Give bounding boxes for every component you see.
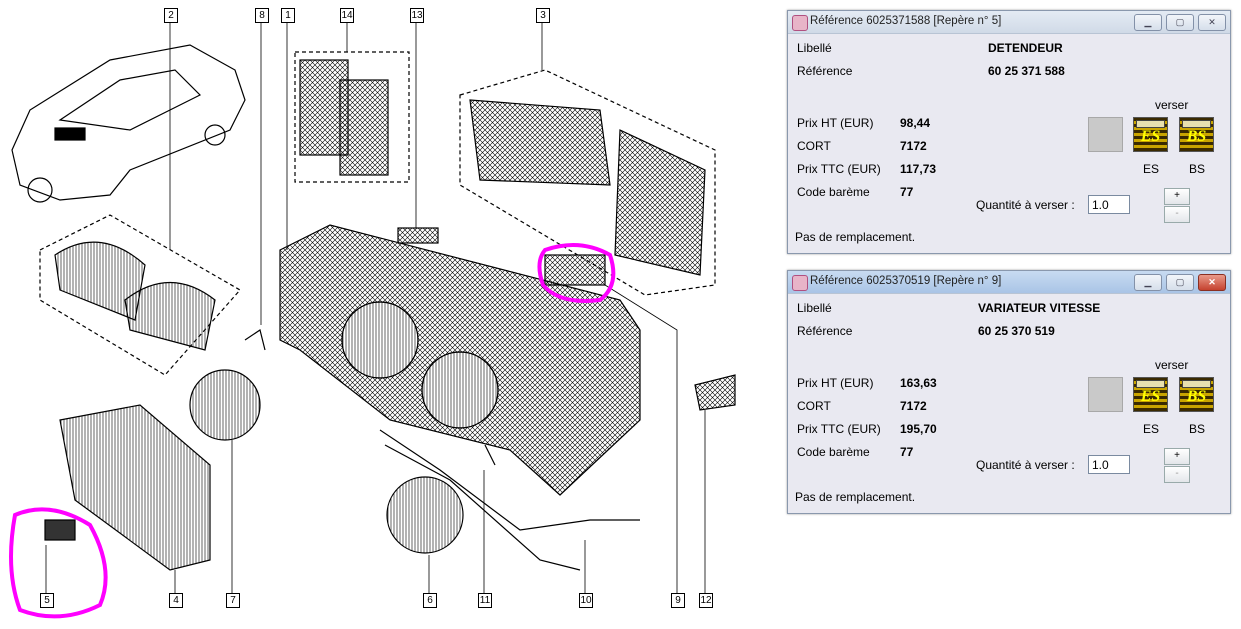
verser-label: verser [1155,98,1189,112]
prix-ht-label: Prix HT (EUR) [797,376,874,390]
callout-label[interactable]: 14 [340,8,354,23]
verser-es-button[interactable]: ES [1133,117,1168,152]
reference-dialog: Référence 6025370519 [Repère n° 9] ▁ ▢ ✕… [787,270,1231,514]
status-text: Pas de remplacement. [795,230,916,244]
callout-label[interactable]: 1 [281,8,295,23]
prix-ht-label: Prix HT (EUR) [797,116,874,130]
app-icon [792,275,808,291]
callout-label[interactable]: 12 [699,593,713,608]
bs-label: BS [1189,422,1206,436]
callout-label[interactable]: 4 [169,593,183,608]
diagram-drawing [9,22,736,619]
cort-value: 7172 [900,139,927,153]
prix-ttc-value: 195,70 [900,422,937,436]
prix-ht-value: 163,63 [900,376,937,390]
quantity-input[interactable]: 1.0 [1088,195,1130,214]
libelle-label: Libellé [797,41,832,55]
prix-ht-value: 98,44 [900,116,931,130]
verser-es-button[interactable]: ES [1133,377,1168,412]
title-bar[interactable]: Référence 6025370519 [Repère n° 9] ▁ ▢ ✕ [788,271,1230,294]
prix-ttc-value: 117,73 [900,162,937,176]
callout-label[interactable]: 2 [164,8,178,23]
empty-slot [1088,377,1123,412]
callout-label[interactable]: 11 [478,593,492,608]
es-label: ES [1143,422,1160,436]
callout-label[interactable]: 13 [410,8,424,23]
code-bareme-label: Code barème [797,445,870,459]
callout-label[interactable]: 10 [579,593,593,608]
maximize-button[interactable]: ▢ [1166,274,1194,291]
reference-label: Référence [797,324,853,338]
code-bareme-value: 77 [900,445,914,459]
decrement-button[interactable]: - [1164,206,1190,223]
libelle-value: DETENDEUR [988,41,1063,55]
callout-label[interactable]: 3 [536,8,550,23]
maximize-button[interactable]: ▢ [1166,14,1194,31]
car-icon [11,44,246,203]
code-bareme-label: Code barème [797,185,870,199]
callout-label[interactable]: 7 [226,593,240,608]
bs-label: BS [1189,162,1206,176]
minimize-button[interactable]: ▁ [1134,274,1162,291]
callout-label[interactable]: 6 [423,593,437,608]
reference-label: Référence [797,64,853,78]
libelle-value: VARIATEUR VITESSE [978,301,1101,315]
callout-label[interactable]: 8 [255,8,269,23]
quantity-label: Quantité à verser : [976,458,1075,472]
code-bareme-value: 77 [900,185,914,199]
app-icon [792,15,808,31]
empty-slot [1088,117,1123,152]
callout-label[interactable]: 9 [671,593,685,608]
window-title: Référence 6025370519 [Repère n° 9] [810,275,1002,287]
cort-value: 7172 [900,399,927,413]
reference-dialog: Référence 6025371588 [Repère n° 5] ▁ ▢ ✕… [787,10,1231,254]
libelle-label: Libellé [797,301,832,315]
verser-bs-button[interactable]: BS [1179,377,1214,412]
close-button[interactable]: ✕ [1198,274,1226,291]
quantity-input[interactable]: 1.0 [1088,455,1130,474]
quantity-label: Quantité à verser : [976,198,1075,212]
window-title: Référence 6025371588 [Repère n° 5] [810,15,1002,27]
increment-button[interactable]: + [1164,188,1190,205]
reference-value: 60 25 371 588 [988,64,1065,78]
minimize-button[interactable]: ▁ [1134,14,1162,31]
verser-bs-button[interactable]: BS [1179,117,1214,152]
title-bar[interactable]: Référence 6025371588 [Repère n° 5] ▁ ▢ ✕ [788,11,1230,34]
es-label: ES [1143,162,1160,176]
increment-button[interactable]: + [1164,448,1190,465]
cort-label: CORT [797,139,831,153]
prix-ttc-label: Prix TTC (EUR) [797,422,881,436]
highlight-circles [9,243,616,619]
cort-label: CORT [797,399,831,413]
callout-label[interactable]: 5 [40,593,54,608]
prix-ttc-label: Prix TTC (EUR) [797,162,881,176]
close-button[interactable]: ✕ [1198,14,1226,31]
verser-label: verser [1155,358,1189,372]
status-text: Pas de remplacement. [795,490,916,504]
decrement-button[interactable]: - [1164,466,1190,483]
reference-value: 60 25 370 519 [978,324,1055,338]
